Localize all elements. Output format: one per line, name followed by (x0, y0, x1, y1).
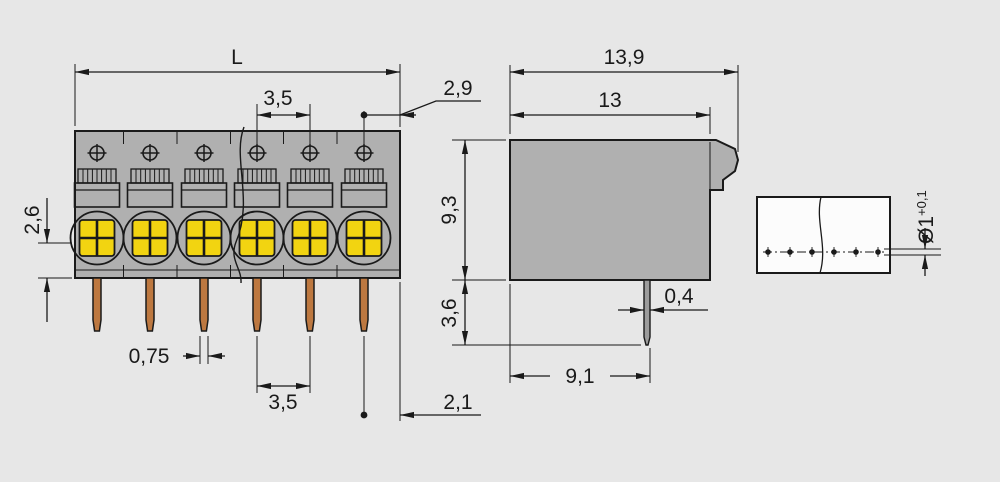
pin-dots (765, 247, 881, 257)
dim-label-clamp-height: 2,6 (21, 205, 44, 234)
dim-label-edge-offset-top: 2,9 (443, 77, 472, 100)
top-break-line (818, 196, 824, 274)
dim-pin-position: 9,1 (509, 284, 651, 388)
dim-clamp-height: 2,6 (21, 198, 72, 322)
dim-label-length: L (231, 46, 243, 69)
dim-length: L (74, 46, 401, 126)
dim-label-body-depth: 13 (598, 89, 621, 112)
dim-pin-diameter: Ø1+0,1 (884, 190, 941, 276)
dim-pin-length: 3,6 (438, 280, 641, 346)
side-solder-pin (643, 279, 651, 346)
dim-label-edge-offset-bottom: 2,1 (443, 391, 472, 414)
dim-edge-offset-bottom: 2,1 (360, 282, 481, 421)
dim-label-pin-length: 3,6 (438, 298, 461, 327)
dim-label-body-height: 9,3 (438, 195, 461, 224)
dim-edge-offset-top: 2,9 (360, 77, 481, 149)
pin-center-dot (360, 411, 368, 419)
dim-label-total-depth: 13,9 (604, 46, 645, 69)
dim-label-pin-position: 9,1 (565, 365, 594, 388)
dim-body-height: 9,3 (438, 139, 506, 281)
dim-pitch-top: 3,5 (256, 87, 311, 148)
front-view: L 3,5 2,9 2,6 (21, 46, 481, 421)
dim-label-pitch-top: 3,5 (263, 87, 292, 110)
dim-pin-width: 0,75 (129, 336, 225, 368)
break-line (233, 126, 245, 284)
dim-label-pitch-bottom: 3,5 (268, 391, 297, 414)
top-view: Ø1+0,1 (756, 190, 941, 276)
pole-separators (123, 131, 338, 278)
dim-pin-thickness: 0,4 (618, 285, 708, 314)
dim-body-depth: 13 (510, 89, 711, 134)
side-view: 13,9 13 9,3 3,6 0,4 (438, 46, 740, 388)
top-plate (756, 196, 891, 274)
dim-label-pin-width: 0,75 (129, 345, 170, 368)
dim-label-pin-diameter: Ø1+0,1 (914, 190, 938, 244)
side-housing (509, 139, 740, 281)
dim-label-pin-thickness: 0,4 (664, 285, 694, 308)
dim-pitch-bottom: 3,5 (256, 336, 311, 414)
dim-total-depth: 13,9 (509, 46, 739, 152)
